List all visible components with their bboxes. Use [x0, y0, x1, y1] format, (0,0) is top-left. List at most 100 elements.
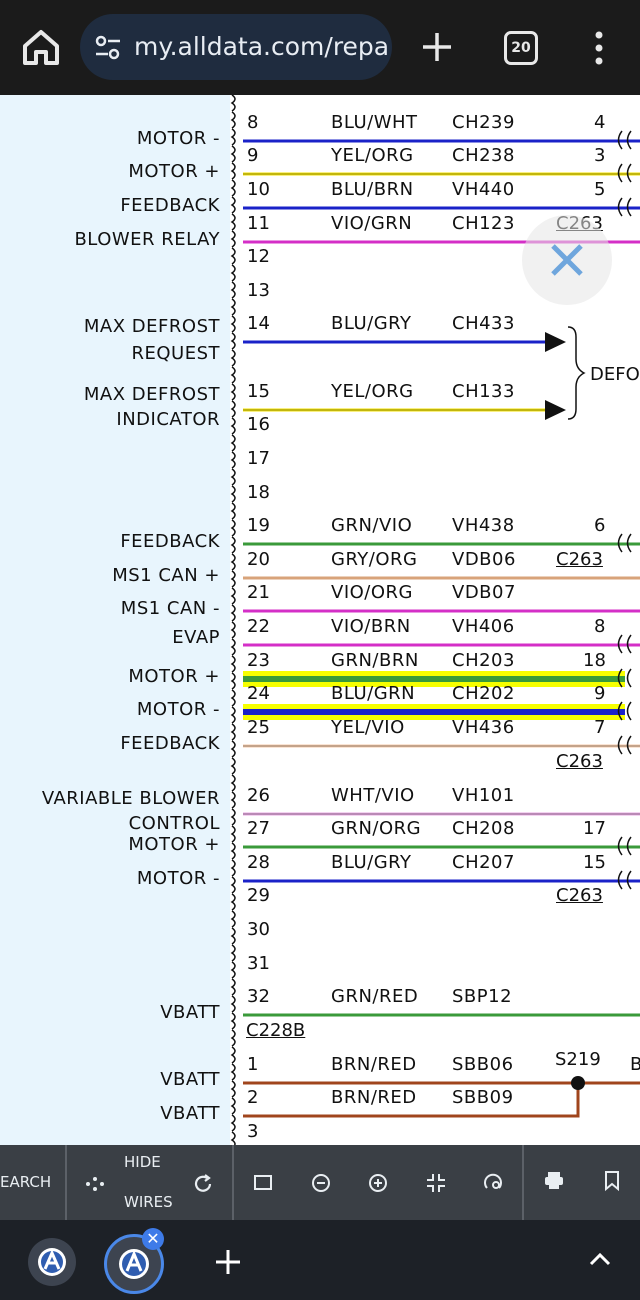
connector-pin: 6 [594, 515, 606, 536]
connector-bracket [230, 842, 236, 860]
connector-id[interactable]: C228B [246, 1020, 306, 1041]
circuit-id: CH208 [452, 818, 515, 839]
pin-number: 8 [247, 112, 259, 133]
connector-cavity [617, 870, 632, 890]
app-dock: ✕ [0, 1220, 640, 1300]
connector-id[interactable]: C263 [556, 751, 603, 772]
connector-cavity [617, 533, 632, 553]
component-label: VBATT [160, 1069, 220, 1090]
new-tab-icon[interactable] [420, 30, 454, 64]
circuit-id: SBP12 [452, 986, 513, 1007]
connector-bracket [230, 859, 236, 877]
connector-bracket [230, 1046, 236, 1064]
component-label: MOTOR + [128, 834, 220, 855]
connector-bracket [230, 1029, 236, 1047]
connector-bracket [230, 128, 236, 146]
wire-color: GRN/VIO [331, 515, 413, 536]
fit-page-icon[interactable] [253, 1173, 273, 1193]
pin-number: 31 [247, 953, 270, 974]
pin-number: 1 [247, 1054, 259, 1075]
connector-bracket [230, 434, 236, 452]
connector-bracket [230, 553, 236, 571]
url-text: my.alldata.com/repa [134, 32, 390, 61]
pin-number: 24 [247, 683, 270, 704]
connector-id[interactable]: C263 [556, 885, 603, 906]
component-label: MAX DEFROST [83, 384, 220, 405]
pin-number: 17 [247, 448, 270, 469]
connector-bracket [230, 349, 236, 367]
connector-bracket [230, 638, 236, 656]
pin-number: 14 [247, 313, 270, 334]
circuit-id: CH433 [452, 313, 515, 334]
connector-cavity [617, 130, 632, 150]
wire-color: GRY/ORG [331, 549, 418, 570]
component-label: MS1 CAN - [120, 598, 220, 619]
component-label: EVAP [172, 627, 220, 648]
zoom-in-icon[interactable] [367, 1172, 389, 1194]
bookmark-icon[interactable] [603, 1170, 621, 1192]
connector-bracket [230, 1080, 236, 1098]
connector-cavity [617, 634, 632, 654]
address-bar[interactable]: my.alldata.com/repa [80, 14, 392, 80]
more-menu-icon[interactable] [592, 30, 606, 66]
wire-color: GRN/RED [331, 986, 419, 1007]
connector-bracket [230, 587, 236, 605]
pin-number: 25 [247, 717, 270, 738]
connector-bracket [230, 672, 236, 690]
connector-pin: 8 [594, 616, 606, 637]
print-icon[interactable] [543, 1170, 565, 1192]
hide-wires-label-2[interactable]: WIRES [124, 1193, 173, 1211]
connector-bracket [230, 417, 236, 435]
alldata-app-icon[interactable] [28, 1238, 76, 1286]
collapse-icon[interactable] [425, 1172, 447, 1194]
connector-bracket [230, 213, 236, 231]
connector-bracket [230, 95, 236, 112]
close-app-badge[interactable]: ✕ [142, 1228, 164, 1250]
connector-bracket [230, 706, 236, 724]
connector-bracket [230, 570, 236, 588]
connector-bracket [230, 315, 236, 333]
component-label: VBATT [160, 1002, 220, 1023]
wire[interactable] [243, 1086, 580, 1118]
wires-icon[interactable] [84, 1173, 106, 1195]
site-settings-icon[interactable] [94, 34, 122, 62]
hide-wires-label-1[interactable]: HIDE [124, 1153, 161, 1171]
close-overlay-button[interactable] [522, 215, 612, 305]
connector-id[interactable]: C263 [556, 549, 603, 570]
circuit-id: CH123 [452, 213, 515, 234]
circuit-id: CH238 [452, 145, 515, 166]
connector-cavity [617, 701, 632, 721]
connector-bracket [230, 264, 236, 282]
wire-color: BRN/RED [331, 1087, 417, 1108]
connector-bracket [230, 604, 236, 622]
pin-number: 23 [247, 650, 270, 671]
connector-bracket [230, 247, 236, 265]
home-icon[interactable] [20, 26, 62, 68]
rotate-icon[interactable] [482, 1172, 504, 1194]
browser-toolbar: my.alldata.com/repa 20 [0, 0, 640, 95]
connector-pin: 4 [594, 112, 606, 133]
pin-number: 22 [247, 616, 270, 637]
pin-number: 18 [247, 482, 270, 503]
search-button[interactable]: EARCH [0, 1173, 52, 1191]
connector-bracket [230, 791, 236, 809]
splice-label: S219 [555, 1049, 601, 1070]
connector-bracket [230, 910, 236, 928]
circuit-id: CH207 [452, 852, 515, 873]
arrow-icon [545, 400, 566, 420]
add-app-icon[interactable] [214, 1248, 242, 1276]
pin-number: 27 [247, 818, 270, 839]
connector-bracket [230, 1012, 236, 1030]
zoom-out-icon[interactable] [310, 1172, 332, 1194]
pin-number: 15 [247, 381, 270, 402]
connector-cavity [617, 668, 632, 688]
refresh-icon[interactable] [192, 1173, 214, 1195]
chevron-up-icon[interactable] [588, 1250, 612, 1268]
wire-color: WHT/VIO [331, 785, 415, 806]
connector-bracket [230, 1097, 236, 1115]
connector-bracket [230, 196, 236, 214]
connector-bracket [230, 689, 236, 707]
tab-switcher-button[interactable]: 20 [504, 31, 538, 65]
wire-color: BLU/GRY [331, 852, 412, 873]
